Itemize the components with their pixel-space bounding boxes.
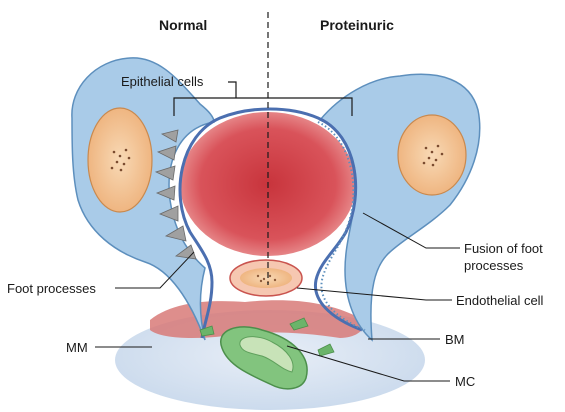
label-mm: MM bbox=[66, 340, 88, 355]
label-endothelial-cell: Endothelial cell bbox=[456, 293, 543, 308]
header-proteinuric: Proteinuric bbox=[320, 18, 394, 33]
header-normal: Normal bbox=[159, 18, 207, 33]
label-foot-processes: Foot processes bbox=[7, 281, 96, 296]
epithelial-nucleus-left bbox=[88, 108, 152, 212]
label-fusion-foot-processes: Fusion of foot processes bbox=[464, 240, 543, 274]
label-fusion-line1: Fusion of foot bbox=[464, 240, 543, 257]
epithelial-nucleus-right bbox=[398, 115, 466, 195]
label-mc: MC bbox=[455, 374, 475, 389]
label-bm: BM bbox=[445, 332, 465, 347]
label-epithelial-cells: Epithelial cells bbox=[121, 74, 203, 89]
endothelial-nucleus bbox=[240, 268, 292, 288]
label-fusion-line2: processes bbox=[464, 257, 543, 274]
